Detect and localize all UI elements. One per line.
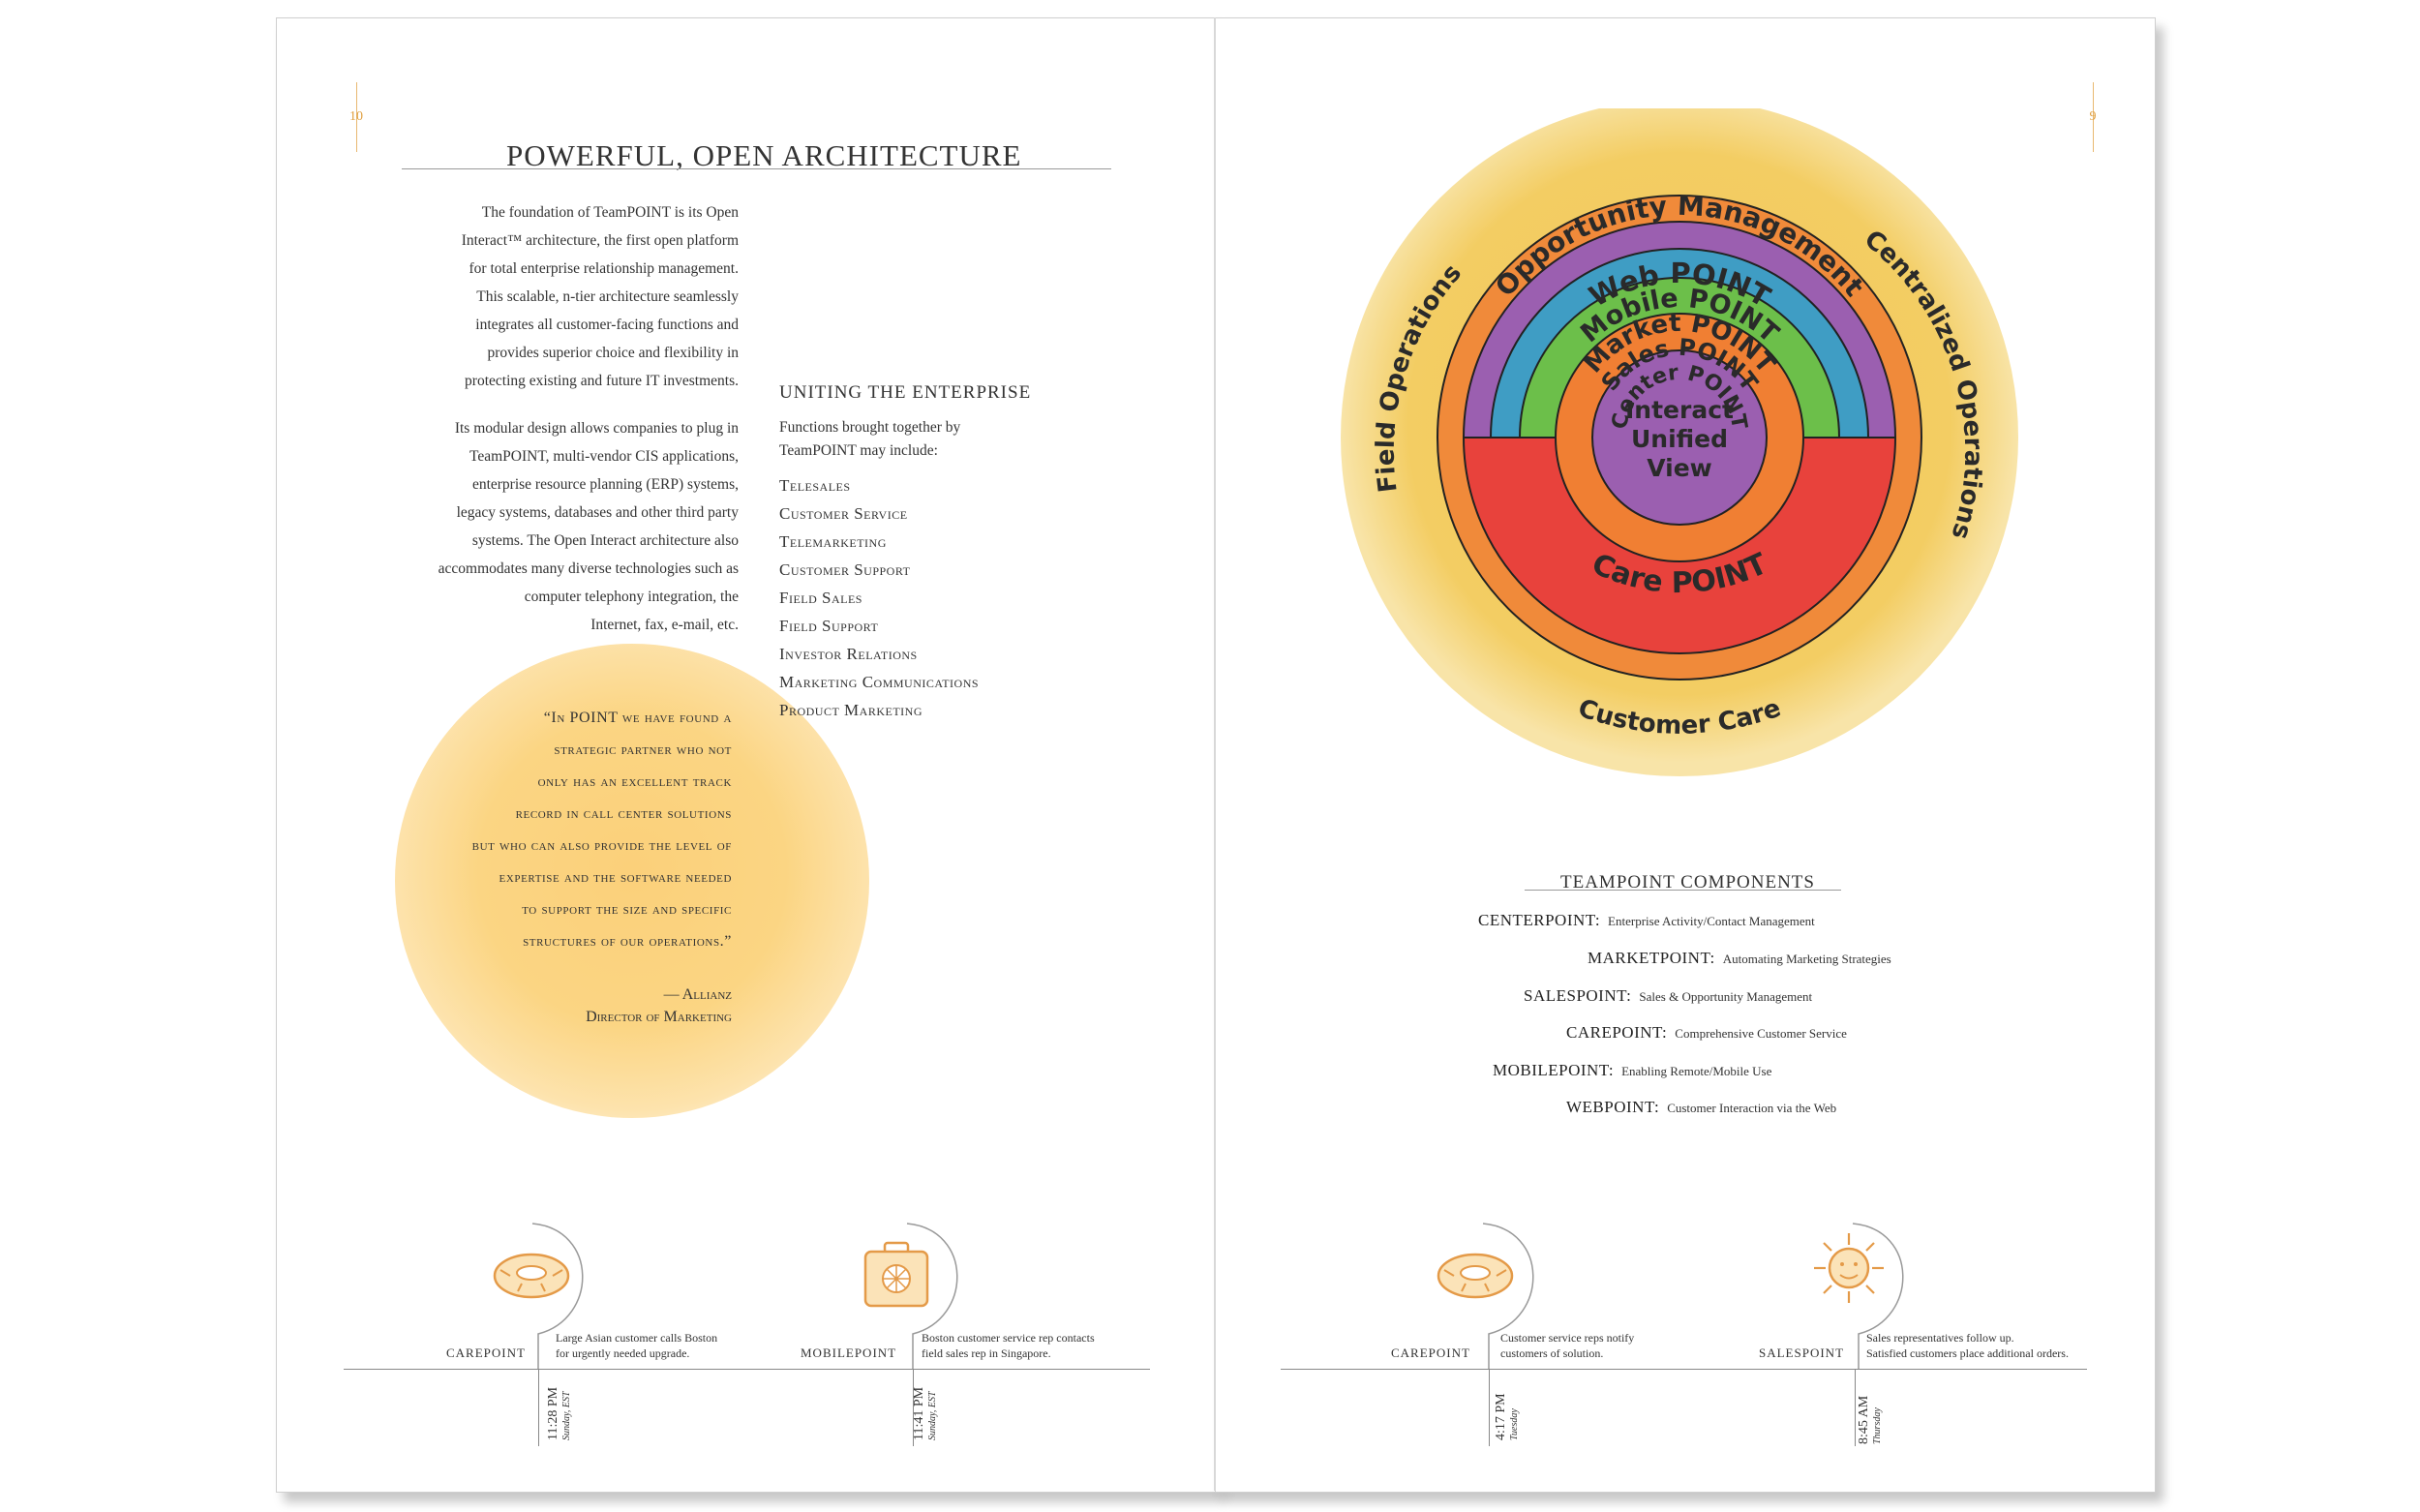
timeline-tick: [913, 1369, 914, 1446]
component-row: CENTERPOINT:Enterprise Activity/Contact …: [1478, 911, 1815, 929]
list-item: Telesales: [779, 476, 851, 495]
component-row: MOBILEPOINT:Enabling Remote/Mobile Use: [1493, 1061, 1772, 1079]
folio-rule: [2093, 82, 2094, 152]
page-title: POWERFUL, OPEN ARCHITECTURE: [506, 138, 1022, 172]
list-item: Marketing Communications: [779, 673, 980, 691]
list-item: Field Sales: [779, 589, 862, 607]
sidebar-title: UNITING THE ENTERPRISE: [779, 382, 1032, 403]
sun-icon: [1814, 1233, 1884, 1303]
list-item: Telemarketing: [779, 532, 887, 551]
customer-quote: “In POINT we have found a strategic part…: [471, 710, 732, 950]
timeline-arc: [906, 1223, 958, 1369]
timeline-label-mobilepoint: MOBILEPOINT: [801, 1346, 897, 1360]
list-item: Investor Relations: [779, 645, 918, 663]
quote-background-blob: [395, 644, 869, 1118]
timeline-timestamp: 11:28 PM Sunday, EST: [546, 1386, 572, 1440]
laptop-case-icon: [863, 1241, 929, 1308]
timeline-timestamp: 4:17 PM Tuesday: [1494, 1393, 1520, 1440]
title-rule: [402, 168, 1111, 169]
timeline-label-carepoint: CAREPOINT: [446, 1346, 526, 1360]
timeline-arc: [1482, 1223, 1534, 1369]
list-item: Product Marketing: [779, 701, 923, 719]
life-ring-icon: [1437, 1253, 1514, 1299]
folio-left: 10: [349, 109, 363, 124]
folio-right: 9: [2089, 109, 2097, 124]
intro-paragraph: The foundation of TeamPOINT is its Open …: [461, 204, 739, 389]
component-row: SALESPOINT:Sales & Opportunity Managemen…: [1524, 986, 1813, 1005]
architecture-diagram: Opportunity Management Field Operations …: [1341, 108, 2018, 776]
component-row: CAREPOINT:Comprehensive Customer Service: [1566, 1023, 1847, 1042]
timeline-event-description: Customer service reps notify customers o…: [1500, 1331, 1635, 1360]
timeline-event-description: Sales representatives follow up. Satisfi…: [1866, 1331, 2069, 1360]
timeline-event-description: Boston customer service rep contacts fie…: [922, 1331, 1095, 1360]
core-circle: [1591, 349, 1768, 526]
component-row: WEBPOINT:Customer Interaction via the We…: [1566, 1098, 1837, 1116]
folio-rule: [356, 82, 357, 152]
life-ring-icon: [493, 1253, 570, 1299]
timeline-rule: [1281, 1369, 2087, 1370]
core-label-line: Unified: [1631, 425, 1728, 453]
timeline-arc: [1852, 1223, 1904, 1369]
list-item: Customer Support: [779, 560, 911, 579]
timeline-rule: [344, 1369, 1150, 1370]
list-item: Customer Service: [779, 504, 908, 523]
book-spine: [1214, 17, 1216, 1491]
timeline-label-salespoint: SALESPOINT: [1759, 1346, 1845, 1360]
function-list: Telesales Customer Service Telemarketing…: [779, 476, 979, 729]
timeline-timestamp: 8:45 AM Thursday: [1857, 1395, 1883, 1444]
timeline-event-description: Large Asian customer calls Boston for ur…: [556, 1331, 718, 1360]
timeline-tick: [538, 1369, 539, 1446]
quote-attribution: — Allianz Director of Marketing: [586, 986, 732, 1025]
components-title: TEAMPOINT COMPONENTS: [1560, 872, 1815, 892]
sidebar-intro: Functions brought together by TeamPOINT …: [779, 419, 961, 459]
timeline-timestamp: 11:41 PM Sunday, EST: [912, 1386, 938, 1440]
core-label-line: Interact: [1625, 396, 1734, 424]
timeline-label-carepoint: CAREPOINT: [1391, 1346, 1470, 1360]
component-row: MARKETPOINT:Automating Marketing Strateg…: [1588, 949, 1891, 967]
core-label-line: View: [1647, 454, 1712, 482]
modular-paragraph: Its modular design allows companies to p…: [438, 420, 739, 633]
timeline-tick: [1489, 1369, 1490, 1446]
components-rule: [1525, 890, 1841, 891]
list-item: Field Support: [779, 617, 879, 635]
timeline-arc: [531, 1223, 584, 1369]
timeline-tick: [1855, 1369, 1856, 1446]
